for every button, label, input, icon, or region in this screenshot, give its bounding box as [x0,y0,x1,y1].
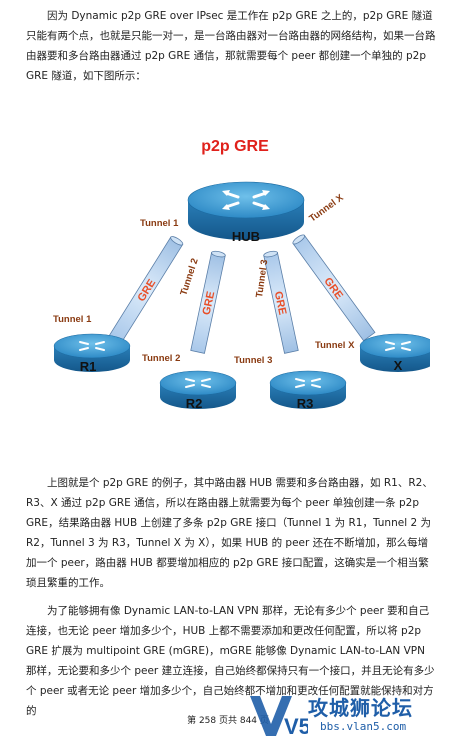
mgre-paragraph: 为了能够拥有像 Dynamic LAN-to-LAN VPN 那样，无论有多少个… [26,605,435,717]
gre-tunnel-3: GRE [263,250,299,354]
gre-label-3: GRE [272,290,289,316]
router-x-label: X [394,358,403,373]
tunnel-x-hub-label: Tunnel X [307,192,346,224]
gre-tunnel-1: GRE [108,236,184,344]
forum-name: 攻城狮论坛 [308,696,413,720]
tunnel-3-hub-label: Tunnel 3 [254,259,270,299]
router-r1-icon [53,333,131,372]
page-footer: 第 258 页共 844 页 [187,716,269,726]
diagram-title: p2p GRE [201,138,269,155]
router-r2-label: R2 [186,396,203,411]
tunnel-2-hub-label: Tunnel 2 [178,257,200,297]
gre-tunnel-2: GRE [190,250,226,354]
explanation-paragraph: 上图就是个 p2p GRE 的例子，其中路由器 HUB 需要和多台路由器，如 R… [26,477,433,589]
router-r2-icon [159,370,237,409]
router-r3-label: R3 [297,396,314,411]
tunnel-1-hub-label: Tunnel 1 [140,218,179,229]
router-r3-icon [269,370,347,409]
router-x-icon [359,333,430,372]
router-r1-label: R1 [80,359,97,374]
forum-watermark: V5 攻城狮论坛 bbs.vlan5.com [246,690,456,741]
p2p-gre-diagram: p2p GRE GRE GRE GRE GRE [53,138,430,411]
intro-paragraph: 因为 Dynamic p2p GRE over IPsec 是工作在 p2p G… [26,10,436,82]
gre-tunnel-x: GRE [292,234,376,342]
tunnel-1-r1-label: Tunnel 1 [53,314,92,325]
hub-label: HUB [232,229,260,244]
forum-url[interactable]: bbs.vlan5.com [320,720,407,733]
tunnel-2-r2-label: Tunnel 2 [142,353,180,364]
hub-router-icon [187,181,305,240]
v5-logo-icon: V5 [250,696,308,739]
tunnel-3-r3-label: Tunnel 3 [234,355,272,366]
gre-label-2: GRE [201,290,218,316]
v5-logo-text: V5 [284,714,308,739]
tunnel-x-r-label: Tunnel X [315,340,355,351]
